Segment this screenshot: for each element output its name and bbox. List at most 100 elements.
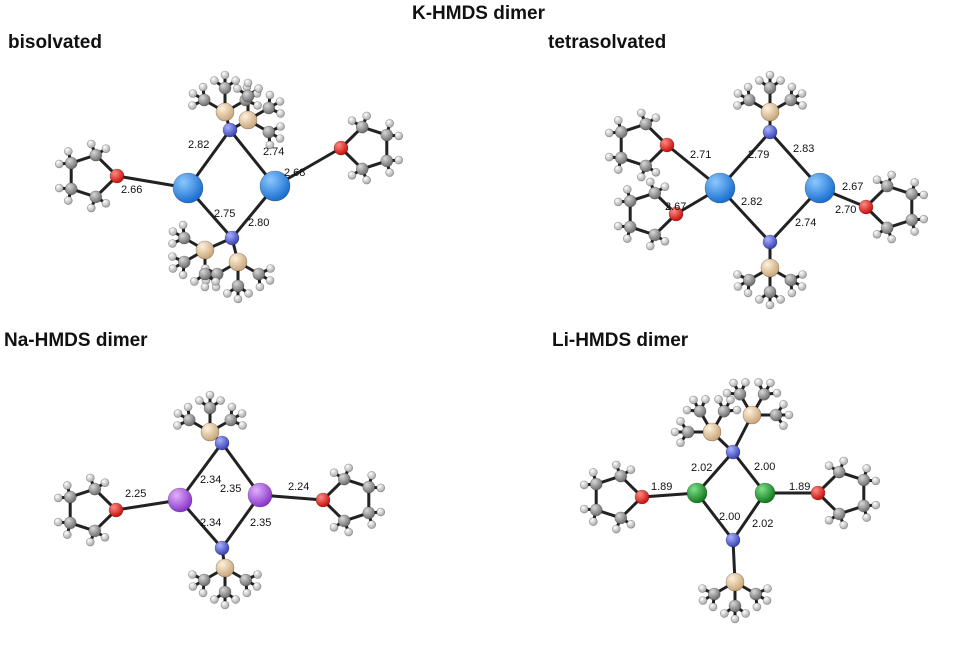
hydrogen-atom [646,241,655,251]
hydrogen-atom [755,76,764,85]
hydrogen-atom [243,78,253,88]
hydrogen-atom [63,196,73,205]
hydrogen-atom [579,480,589,490]
carbon-atom [742,93,756,107]
carbon-atom [832,465,846,479]
hydrogen-atom [824,515,834,525]
silicon-atom [238,110,258,130]
hydrogen-atom [797,89,807,98]
carbon-atom [231,279,245,293]
oxygen-atom [108,502,124,518]
potassium-atom [172,172,204,204]
hydrogen-atom [588,517,598,526]
distance-label: 2.83 [793,143,814,155]
hydrogen-atom [252,582,262,591]
hydrogen-atom [231,595,240,604]
hydrogen-atom [276,122,285,131]
hydrogen-atom [168,239,177,248]
nitrogen-atom [214,435,230,451]
carbon-atom [239,573,253,587]
distance-label: 2.24 [288,481,309,493]
hydrogen-atom [698,584,707,593]
carbon-atom [355,162,369,176]
hydrogen-atom [101,144,111,154]
nitrogen-atom [762,234,778,250]
carbon-atom [784,273,798,287]
hydrogen-atom [210,595,219,604]
hydrogen-atom [776,76,785,85]
panel-label-li-dimer: Li-HMDS dimer [552,330,689,351]
hydrogen-atom [682,405,692,415]
hydrogen-atom [622,234,632,243]
distance-label: 2.00 [719,511,740,523]
hydrogen-atom [265,90,275,100]
hydrogen-atom [755,295,764,304]
carbon-atom [177,231,191,245]
hydrogen-atom [53,493,63,503]
hydrogen-atom [676,417,685,426]
hydrogen-atom [220,70,230,80]
hydrogen-atom [376,507,386,517]
hydrogen-atom [394,155,404,165]
distance-label: 2.02 [752,518,773,530]
carbon-atom [89,190,103,204]
silicon-atom [702,422,722,442]
hydrogen-atom [178,270,188,280]
hydrogen-atom [910,227,920,236]
carbon-atom [182,413,196,427]
carbon-atom [614,511,628,525]
hydrogen-atom [86,473,95,483]
hydrogen-atom [253,570,262,579]
carbon-atom [717,404,731,418]
hydrogen-atom [646,177,655,187]
lithium-atom [754,482,776,504]
hydrogen-atom [101,198,111,208]
hydrogen-atom [708,602,718,612]
hydrogen-atom [779,400,788,409]
hydrogen-atom [872,175,882,185]
hydrogen-atom [385,119,395,128]
hydrogen-atom [637,108,646,118]
hydrogen-atom [612,460,621,470]
distance-label: 2.75 [214,208,235,220]
carbon-atom [64,182,78,196]
distance-label: 2.67 [842,181,863,193]
nitrogen-atom [222,122,238,138]
carbon-atom [218,585,232,599]
hydrogen-atom [253,101,262,110]
hydrogen-atom [765,70,775,80]
distance-label: 2.00 [754,461,775,473]
hydrogen-atom [254,84,263,93]
carbon-atom [623,220,637,234]
distance-label: 2.66 [121,184,142,196]
panel-label-tetrasolvated: tetrasolvated [548,32,667,53]
carbon-atom [198,267,212,281]
hydrogen-atom [205,390,215,400]
distance-label: 2.82 [741,196,762,208]
hydrogen-atom [195,396,204,405]
carbon-atom [784,93,798,107]
hydrogen-atom [63,147,73,156]
hydrogen-atom [362,175,371,185]
silicon-atom [760,258,780,278]
carbon-atom [262,125,276,139]
hydrogen-atom [626,465,636,475]
carbon-atom [262,101,276,115]
carbon-atom [224,413,238,427]
hydrogen-atom [919,214,929,224]
hydrogen-atom [862,464,872,473]
distance-label: 1.89 [789,481,810,493]
carbon-atom [763,81,777,95]
hydrogen-atom [347,116,357,126]
carbon-atom [362,480,376,494]
panel-label-bisolvated: bisolvated [8,32,102,53]
hydrogen-atom [275,134,285,143]
distance-label: 2.68 [284,167,305,179]
hydrogen-atom [689,395,698,405]
hydrogen-atom [231,76,240,85]
distance-label: 2.80 [248,217,269,229]
hydrogen-atom [362,111,371,121]
hydrogen-atom [376,483,386,493]
hydrogen-atom [871,500,881,510]
